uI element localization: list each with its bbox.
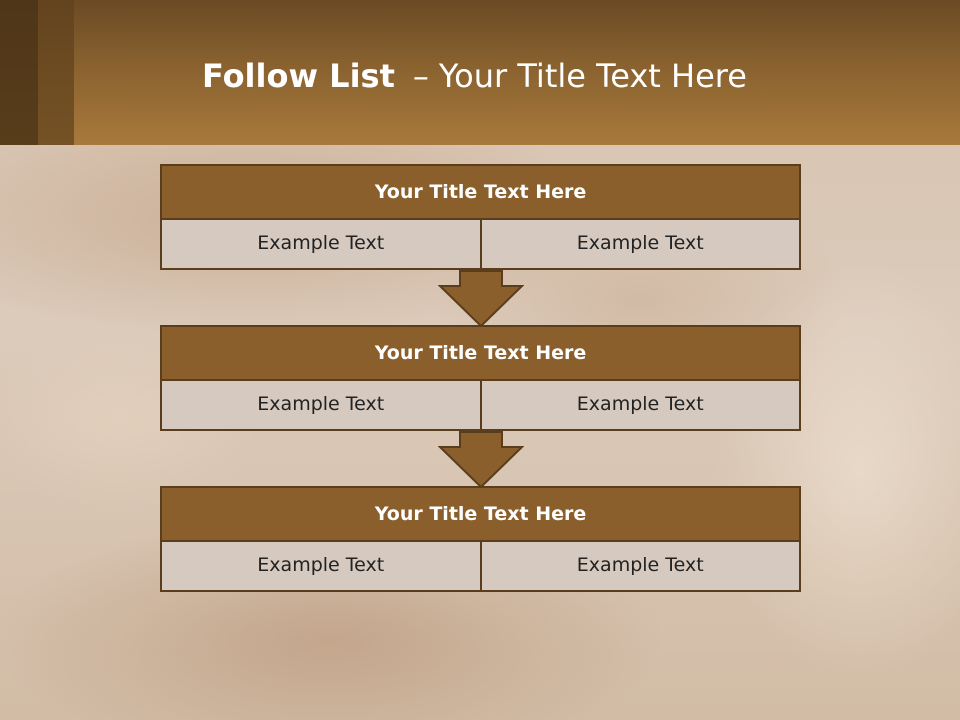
step-title: Your Title Text Here — [160, 325, 801, 381]
step-box-2: Your Title Text Here Example Text Exampl… — [160, 325, 801, 433]
step-cell-left: Example Text — [160, 542, 482, 592]
slide-title: Follow List–Your Title Text Here — [202, 56, 747, 96]
step-box-3: Your Title Text Here Example Text Exampl… — [160, 486, 801, 592]
slide-title-separator: – — [412, 57, 429, 95]
banner-stripe-dark — [0, 0, 38, 145]
slide-title-rest: Your Title Text Here — [438, 57, 747, 95]
step-row: Example Text Example Text — [160, 381, 801, 431]
down-arrow-icon — [438, 431, 524, 489]
step-title: Your Title Text Here — [160, 164, 801, 220]
down-arrow-icon — [438, 270, 524, 328]
step-row: Example Text Example Text — [160, 542, 801, 592]
step-cell-left: Example Text — [160, 220, 482, 270]
step-cell-right: Example Text — [481, 542, 801, 592]
step-box-1: Your Title Text Here Example Text Exampl… — [160, 164, 801, 272]
title-banner — [0, 0, 960, 145]
step-cell-right: Example Text — [481, 381, 801, 431]
step-cell-left: Example Text — [160, 381, 482, 431]
slide-title-bold: Follow List — [202, 57, 395, 95]
step-title: Your Title Text Here — [160, 486, 801, 542]
banner-stripe-mid — [38, 0, 74, 145]
step-cell-right: Example Text — [481, 220, 801, 270]
step-row: Example Text Example Text — [160, 220, 801, 270]
